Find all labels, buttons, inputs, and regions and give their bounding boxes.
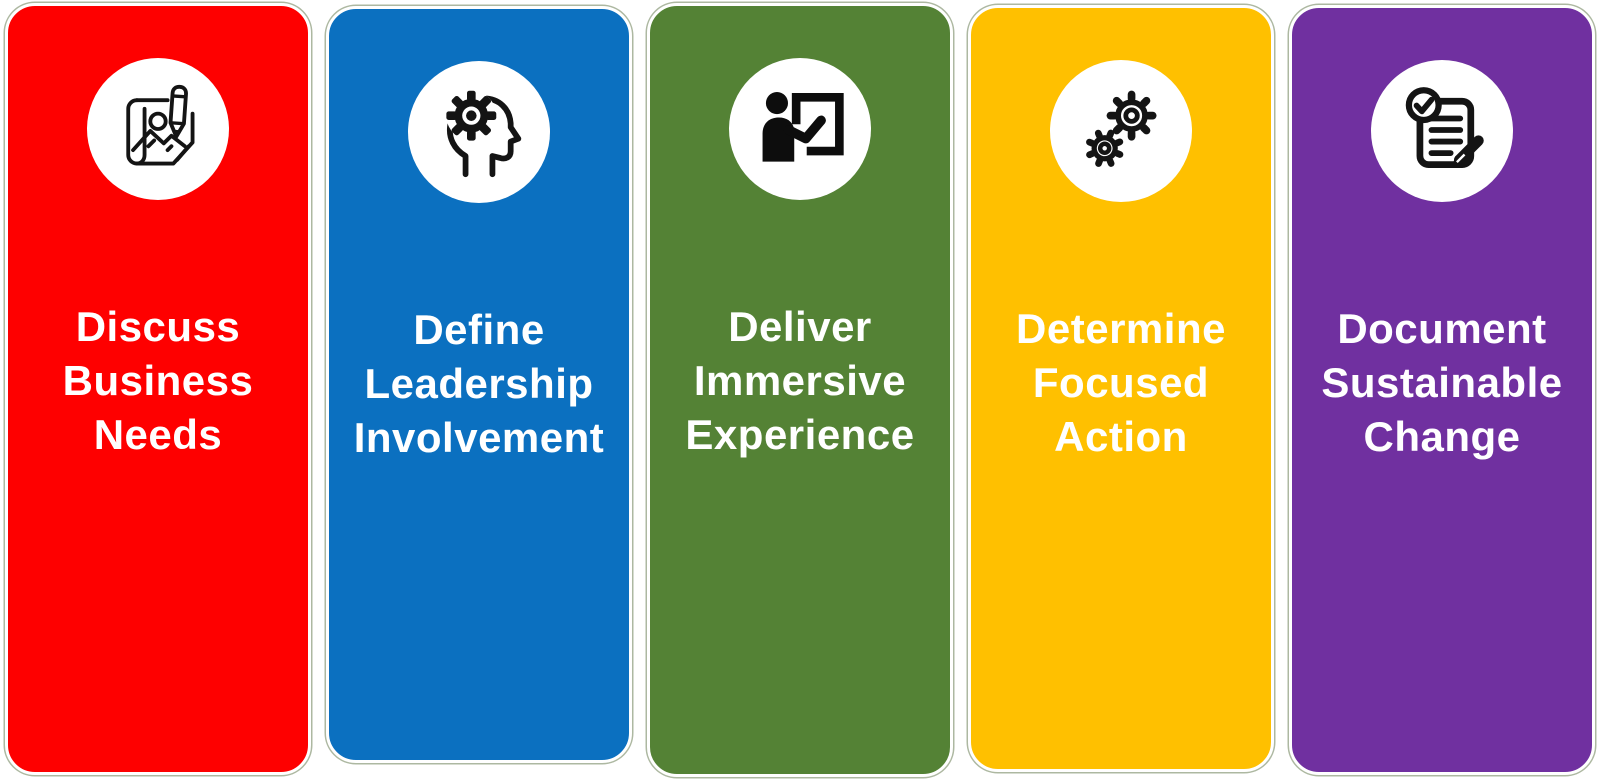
step-title: Deliver Immersive Experience — [685, 303, 915, 458]
double-gears-icon — [1086, 90, 1157, 167]
icon-circle — [408, 61, 550, 203]
step-card-determine-focused-action: Determine Focused Action — [968, 5, 1274, 772]
step-card-discuss-business-needs: Discuss Business Needs — [5, 3, 311, 775]
step-card-deliver-immersive-experience: Deliver Immersive Experience — [647, 3, 953, 777]
step-title: Define Leadership Involvement — [353, 306, 605, 461]
step-title: Discuss Business Needs — [62, 303, 254, 458]
icon-circle — [1371, 60, 1513, 202]
icon-circle — [729, 58, 871, 200]
step-title: Determine Focused Action — [1016, 305, 1226, 460]
head-gear-icon — [446, 90, 522, 178]
icon-circle — [87, 58, 229, 200]
blueprint-map-pencil-icon — [126, 84, 195, 166]
step-card-define-leadership-involvement: Define Leadership Involvement — [326, 6, 632, 763]
checklist-pencil-icon — [1405, 87, 1484, 168]
step-card-document-sustainable-change: Document Sustainable Change — [1289, 5, 1595, 775]
presenter-whiteboard-icon — [762, 92, 844, 162]
step-title: Document Sustainable Change — [1321, 305, 1563, 460]
icon-circle — [1050, 60, 1192, 202]
